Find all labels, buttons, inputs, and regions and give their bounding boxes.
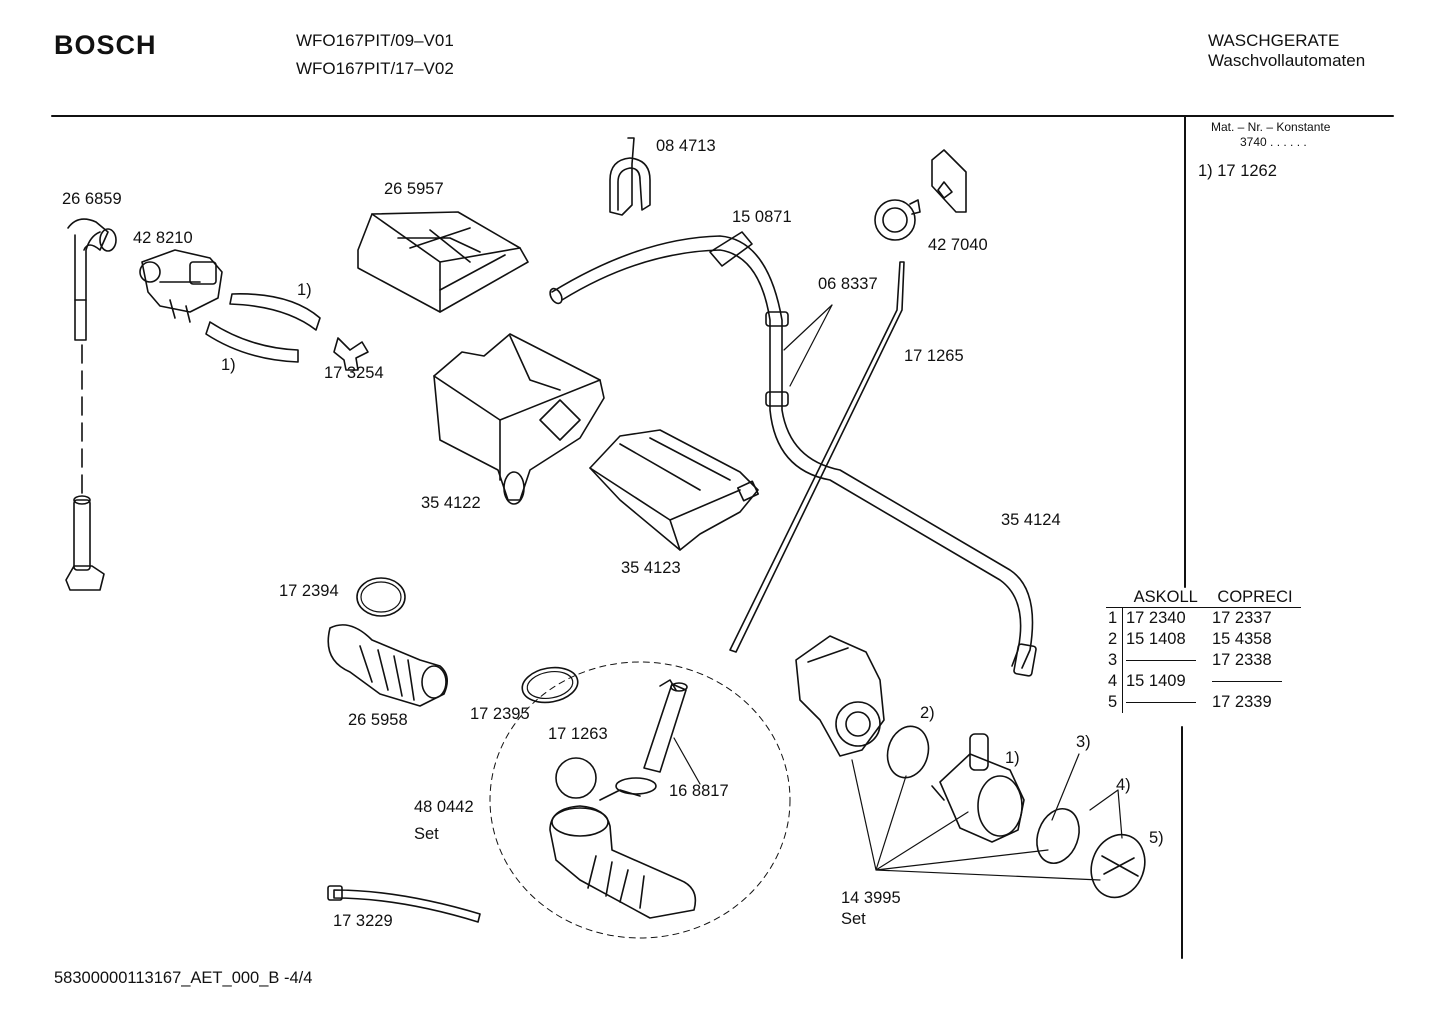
part-label-150871: 15 0871 xyxy=(732,208,792,226)
pump-filter-part xyxy=(1090,833,1146,899)
table-row: 4 15 1409 xyxy=(1106,671,1301,692)
category-title: WASCHGERATE xyxy=(1208,31,1340,50)
detergent-drawer-part xyxy=(589,429,760,551)
model-number-2: WFO167PIT/17–V02 xyxy=(296,59,454,78)
part-label-068337: 06 8337 xyxy=(818,275,878,293)
bellows-hose-part xyxy=(327,624,448,707)
part-label-173229: 17 3229 xyxy=(333,912,393,930)
row-index: 1 xyxy=(1106,607,1123,629)
part-label-171263: 17 1263 xyxy=(548,725,608,743)
askoll-part-number-none xyxy=(1123,650,1210,671)
row-index: 4 xyxy=(1106,671,1123,692)
sump-hose-part xyxy=(549,789,697,919)
footnote-marker-hose-upper: 1) xyxy=(297,281,312,299)
index-marker-1: 1) xyxy=(1005,749,1020,767)
valve-part xyxy=(139,249,223,323)
y-piece-part xyxy=(333,337,369,371)
filter-housing-part xyxy=(931,733,1025,843)
set-leaders-143995 xyxy=(851,759,1101,881)
part-label-354124: 35 4124 xyxy=(1001,511,1061,529)
askoll-part-number: 17 2340 xyxy=(1126,609,1186,627)
footnote-marker-hose-lower: 1) xyxy=(221,356,236,374)
pressure-switch-part xyxy=(874,149,967,241)
row-index: 3 xyxy=(1106,650,1123,671)
seal-ring-1 xyxy=(356,577,406,617)
pump-alternatives-table: ASKOLL COPRECI 1 17 2340 17 2337 2 15 14… xyxy=(1106,587,1301,713)
table-row: 5 17 2339 xyxy=(1106,692,1301,713)
set-boundary-480442 xyxy=(489,661,791,939)
askoll-part-number: 15 1409 xyxy=(1126,672,1186,690)
brand-logo: BOSCH xyxy=(54,30,157,60)
seal-ring-2 xyxy=(521,666,579,704)
dispenser-frame-part xyxy=(357,211,529,313)
part-label-143995-set: Set xyxy=(841,910,866,928)
dispenser-housing-part xyxy=(433,333,605,505)
part-label-168817: 16 8817 xyxy=(669,782,729,800)
inlet-connector-part xyxy=(65,495,105,591)
part-label-172394: 17 2394 xyxy=(279,582,339,600)
part-label-354122: 35 4122 xyxy=(421,494,481,512)
table-row: 3 17 2338 xyxy=(1106,650,1301,671)
document-id: 58300000113167_AET_000_B -4/4 xyxy=(54,969,313,987)
inlet-elbow-part xyxy=(67,218,117,501)
part-label-428210: 42 8210 xyxy=(133,229,193,247)
copreci-part-number: 17 2339 xyxy=(1212,693,1272,711)
model-number-1: WFO167PIT/09–V01 xyxy=(296,31,454,50)
pump-seal xyxy=(886,725,930,779)
part-label-354123: 35 4123 xyxy=(621,559,681,577)
part-label-266859: 26 6859 xyxy=(62,190,122,208)
category-subtitle: Waschvollautomaten xyxy=(1208,51,1366,70)
part-label-171265: 17 1265 xyxy=(904,347,964,365)
mat-nr-label: Mat. – Nr. – Konstante xyxy=(1211,120,1331,134)
part-label-480442-set: Set xyxy=(414,825,439,843)
footnote-1: 1) 17 1262 xyxy=(1198,162,1277,180)
askoll-part-number: 15 1408 xyxy=(1126,630,1186,648)
part-label-143995: 14 3995 xyxy=(841,889,901,907)
hose-upper xyxy=(229,293,321,331)
u-hook-part xyxy=(609,137,651,216)
table-header-idx xyxy=(1106,587,1123,608)
note-leaders xyxy=(1051,753,1123,839)
copreci-part-number: 17 2337 xyxy=(1212,609,1272,627)
part-label-084713: 08 4713 xyxy=(656,137,716,155)
copreci-part-number: 15 4358 xyxy=(1212,630,1272,648)
part-label-265958: 26 5958 xyxy=(348,711,408,729)
thin-tube-part xyxy=(729,261,905,653)
table-row: 1 17 2340 17 2337 xyxy=(1106,607,1301,629)
index-marker-5: 5) xyxy=(1149,829,1164,847)
part-label-265957: 26 5957 xyxy=(384,180,444,198)
row-index: 2 xyxy=(1106,629,1123,650)
clamp-leader-1 xyxy=(783,304,833,351)
column-header-askoll: ASKOLL xyxy=(1122,587,1209,608)
ball-part xyxy=(555,757,597,799)
part-label-427040: 42 7040 xyxy=(928,236,988,254)
row-index: 5 xyxy=(1106,692,1123,713)
index-marker-2: 2) xyxy=(920,704,935,722)
copreci-part-number-none xyxy=(1209,671,1301,692)
part-label-172395: 17 2395 xyxy=(470,705,530,723)
askoll-part-number-none xyxy=(1123,692,1210,713)
hose-clamp-part xyxy=(615,777,657,795)
part-label-173254: 17 3254 xyxy=(324,364,384,382)
mat-nr-value: 3740 . . . . . . xyxy=(1240,135,1307,149)
index-marker-3: 3) xyxy=(1076,733,1091,751)
copreci-part-number: 17 2338 xyxy=(1212,651,1272,669)
column-header-copreci: COPRECI xyxy=(1209,587,1301,608)
small-tube-part xyxy=(643,679,688,773)
filter-gasket xyxy=(1036,808,1080,864)
part-label-480442: 48 0442 xyxy=(414,798,474,816)
main-hose-part xyxy=(549,231,1037,677)
index-marker-4: 4) xyxy=(1116,776,1131,794)
tube-leader xyxy=(673,737,701,785)
drain-hose-part xyxy=(333,889,481,923)
table-header-row: ASKOLL COPRECI xyxy=(1106,587,1301,608)
drain-pump-part xyxy=(795,635,885,757)
hose-lower xyxy=(205,321,299,363)
clamp-leader-2 xyxy=(789,304,833,387)
table-row: 2 15 1408 15 4358 xyxy=(1106,629,1301,650)
